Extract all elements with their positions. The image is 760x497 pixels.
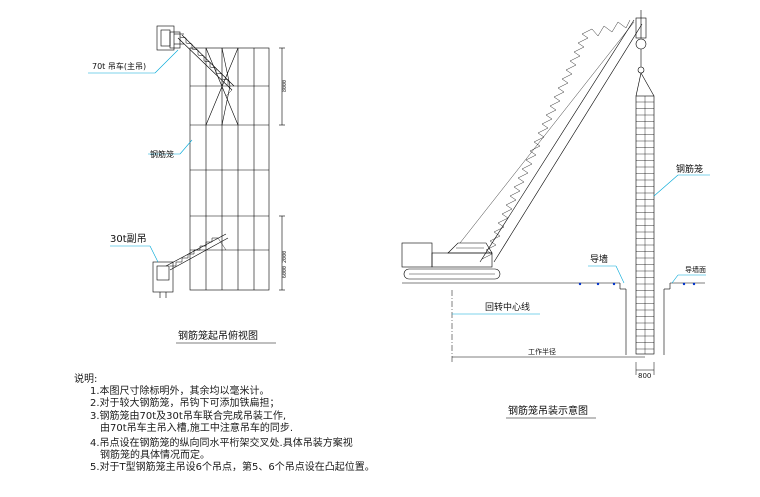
cage-plan-outline — [189, 47, 270, 291]
elevation-dims — [451, 290, 655, 375]
note-line-5: 4.吊点设在钢筋笼的纵向同水平桁架交叉处.具体吊装方案视 — [90, 438, 353, 450]
crane-track — [403, 268, 501, 280]
notes-heading: 说明: — [74, 374, 98, 385]
note-line-6: 钢筋笼的具体情况而定。 — [100, 450, 210, 462]
cage-rungs — [636, 101, 654, 350]
note-line-7: 5.对于T型钢筋笼主吊设6个吊点，第5、6个吊点设在凸起位置。 — [90, 462, 375, 474]
aux-crane-plan — [152, 261, 174, 293]
note-line-1: 1.本图尺寸除标明外，其余均以毫米计。 — [90, 386, 270, 398]
note-line-4: 由70t吊车主吊入槽,施工中注意吊车的同步. — [100, 422, 294, 434]
note-line-3: 3.钢筋笼由70t及30t吊车联合完成吊装工作, — [90, 410, 287, 422]
label-working-radius: 工作半径 — [528, 347, 556, 356]
label-main-crane: 70t 吊车(主吊) — [92, 61, 146, 71]
crane-cab — [401, 242, 433, 268]
dim-top: 8000 — [282, 80, 288, 92]
ground-marks — [578, 282, 696, 286]
note-line-2: 2.对于较大钢筋笼，吊钩下可添加铁扁担； — [90, 398, 280, 410]
label-cage-plan: 钢筋笼 — [150, 149, 174, 159]
dim-bottom: 6000 2000 — [282, 251, 288, 278]
label-width-800: 800 — [638, 372, 651, 380]
elevation-view-title: 钢筋笼吊装示意图 — [508, 404, 588, 417]
label-guide-wall: 导墙 — [590, 253, 608, 265]
label-aux-crane: 30t副吊 — [110, 233, 147, 245]
plan-leaders — [88, 49, 193, 263]
main-crane-plan — [156, 25, 175, 51]
plan-view-title: 钢筋笼起吊俯视图 — [178, 329, 258, 342]
crane-boom — [479, 19, 635, 263]
notes-block: 说明: 1.本图尺寸除标明外，其余均以毫米计。 2.对于较大钢筋笼，吊钩下可添加… — [70, 374, 470, 475]
plan-view — [152, 25, 285, 298]
label-ground-surface: 导墙面 — [685, 265, 706, 274]
elevation-leaders — [452, 174, 710, 315]
label-rotation-center: 回转中心线 — [485, 301, 530, 313]
label-cage-elevation: 钢筋笼 — [676, 163, 703, 175]
elevation-view — [401, 10, 705, 355]
